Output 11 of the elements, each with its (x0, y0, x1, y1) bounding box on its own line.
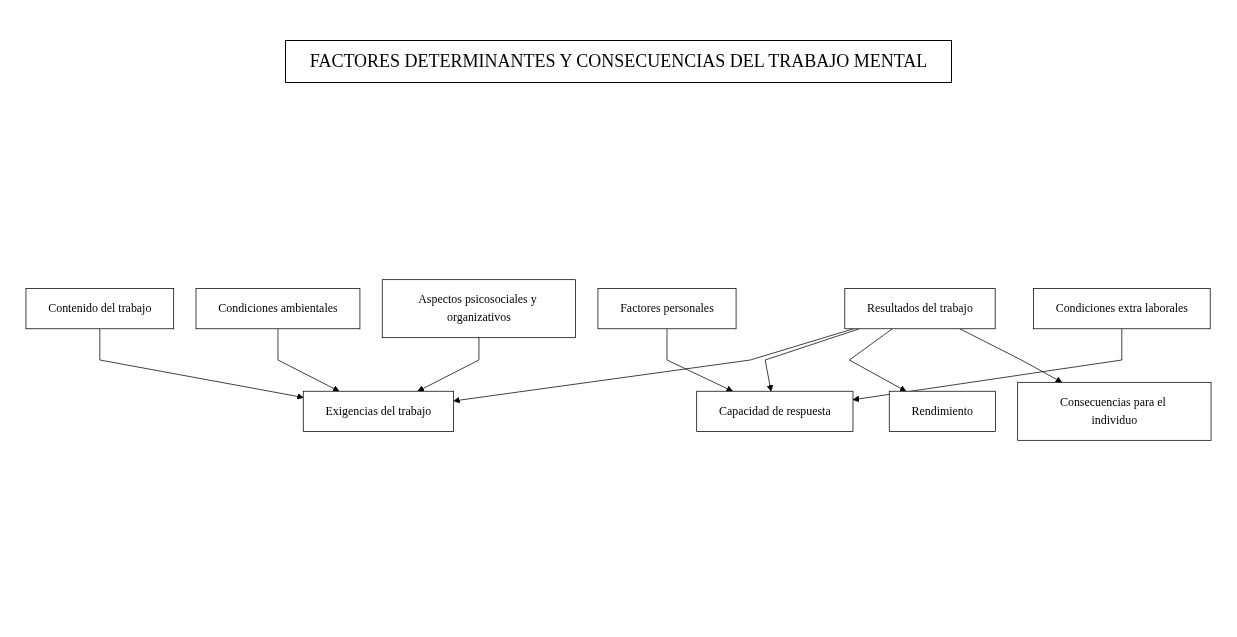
node-box: Factores personales (597, 288, 737, 330)
node-box: Aspectos psicosociales y organizativos (381, 279, 576, 339)
node-box: Resultados del trabajo (844, 288, 996, 330)
node-box: Rendimiento (888, 390, 996, 432)
title-box: FACTORES DETERMINANTES Y CONSECUENCIAS DEL TRABAJO MENTAL (284, 40, 953, 83)
node-box: Contenido del trabajo (25, 288, 175, 330)
node-box: Consecuencias para el individuo (1017, 381, 1212, 441)
node-box: Exigencias del trabajo (302, 390, 454, 432)
node-box: Condiciones ambientales (195, 288, 361, 330)
node-box: Condiciones extra laborales (1033, 288, 1211, 330)
node-box: Capacidad de respuesta (696, 390, 854, 432)
